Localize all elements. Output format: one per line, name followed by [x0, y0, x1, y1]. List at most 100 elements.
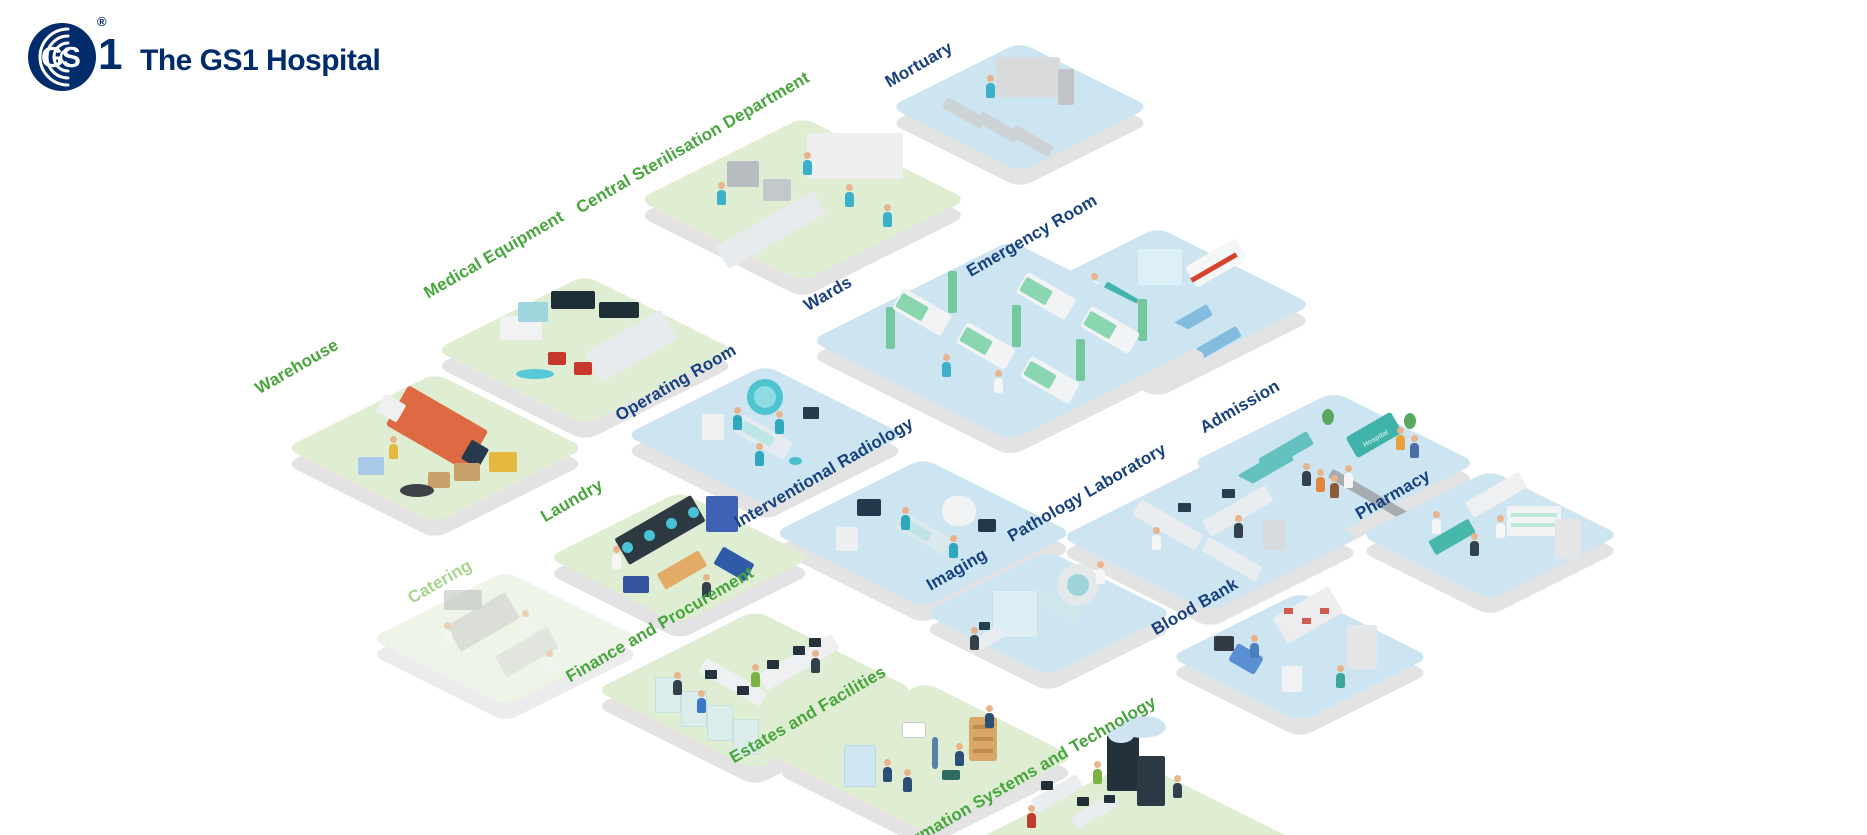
estates-facilities-person-icon	[954, 743, 964, 766]
estates-facilities-person-icon	[984, 705, 994, 728]
information-systems-prop-8	[1103, 795, 1115, 803]
information-systems-prop-1	[1137, 756, 1165, 806]
information-systems-person-icon	[1026, 805, 1036, 828]
person-head	[389, 436, 397, 443]
imaging-prop-5	[978, 622, 990, 630]
person-torso	[520, 618, 530, 633]
tile-props	[548, 492, 813, 625]
person-head	[942, 354, 950, 361]
tile-props	[965, 716, 1305, 835]
blood-bank-prop-4	[1319, 608, 1329, 614]
mortuary-prop-1	[1058, 69, 1074, 105]
pharmacy-person-icon	[1469, 533, 1479, 556]
estates-facilities-prop-3	[973, 749, 993, 753]
tile-information-systems[interactable]	[964, 716, 1305, 835]
person-torso	[1301, 471, 1311, 486]
blood-bank-prop-2	[1283, 608, 1293, 614]
person-head	[733, 407, 741, 414]
person-head	[697, 690, 705, 697]
person-torso	[882, 767, 892, 782]
medical-equipment-prop-0	[551, 291, 595, 309]
person-torso	[672, 680, 682, 695]
pathology-laboratory-person-icon	[1233, 515, 1243, 538]
central-sterilisation-person-icon	[882, 204, 892, 227]
tile-blood-bank[interactable]	[1169, 586, 1430, 738]
page-title: The GS1 Hospital	[140, 44, 381, 77]
wards-person-icon	[941, 354, 951, 377]
estates-facilities-prop-6	[932, 737, 938, 769]
person-torso	[954, 751, 964, 766]
person-head	[673, 672, 681, 679]
pathology-laboratory-person-icon	[1151, 527, 1161, 550]
tile-wards[interactable]	[810, 240, 1210, 457]
person-torso	[1335, 673, 1345, 688]
warehouse-prop-6	[358, 457, 384, 475]
central-sterilisation-prop-2	[763, 179, 791, 201]
operating-room-person-icon	[774, 411, 784, 434]
blood-bank-prop-6	[1214, 635, 1234, 651]
mortuary-prop-0	[996, 57, 1060, 97]
person-head	[986, 75, 994, 82]
tile-pharmacy[interactable]	[1359, 470, 1620, 616]
estates-facilities-prop-7	[942, 770, 960, 780]
person-torso	[1233, 523, 1243, 538]
medical-equipment-prop-5	[548, 351, 566, 365]
finance-procurement-person-icon	[750, 664, 760, 687]
person-head	[1344, 465, 1352, 472]
person-head	[1234, 515, 1242, 522]
person-head	[1090, 273, 1098, 280]
tile-pathology-laboratory[interactable]	[1059, 462, 1360, 628]
pharmacy-prop-1	[1507, 506, 1561, 536]
person-head	[702, 574, 710, 581]
laundry-prop-6	[656, 550, 708, 590]
person-torso	[1151, 535, 1161, 550]
interventional-radiology-person-icon	[900, 507, 910, 530]
person-torso	[969, 635, 979, 650]
person-torso	[900, 515, 910, 530]
medical-equipment-prop-1	[599, 302, 639, 318]
blood-bank-prop-1	[1347, 625, 1377, 669]
person-torso	[882, 212, 892, 227]
finance-procurement-prop-10	[737, 685, 749, 695]
person-torso	[1092, 769, 1102, 784]
tile-props	[638, 118, 968, 283]
central-sterilisation-prop-0	[807, 133, 903, 179]
information-systems-prop-3	[1108, 727, 1134, 743]
person-head	[521, 610, 529, 617]
tile-warehouse[interactable]	[284, 373, 585, 539]
tile-admission[interactable]: Hospital	[1191, 391, 1477, 551]
person-head	[1496, 515, 1504, 522]
finance-procurement-person-icon	[810, 650, 820, 673]
tile-props	[1170, 586, 1430, 722]
central-sterilisation-person-icon	[844, 184, 854, 207]
interventional-radiology-prop-3	[857, 498, 881, 516]
tile-imaging[interactable]	[923, 550, 1173, 692]
interventional-radiology-prop-0	[942, 496, 976, 526]
finance-procurement-prop-5	[767, 659, 779, 669]
medical-equipment-prop-4	[518, 302, 548, 322]
person-head	[755, 443, 763, 450]
tile-catering[interactable]	[369, 570, 640, 722]
person-head	[1316, 469, 1324, 476]
admission-person-icon	[1329, 475, 1339, 498]
person-torso	[1026, 813, 1036, 828]
tile-operating-room[interactable]	[624, 365, 905, 522]
person-torso	[941, 362, 951, 377]
tile-laundry[interactable]	[547, 491, 813, 641]
medical-equipment-prop-7	[516, 369, 554, 379]
tile-central-sterilisation[interactable]	[638, 117, 968, 299]
person-head	[717, 182, 725, 189]
tile-finance-procurement[interactable]	[594, 610, 915, 787]
tile-medical-equipment[interactable]	[434, 275, 735, 441]
information-systems-prop-6	[1041, 780, 1053, 790]
tile-estates-facilities[interactable]	[774, 682, 1075, 835]
laundry-prop-4	[687, 506, 699, 518]
tile-interventional-radiology[interactable]	[772, 458, 1073, 624]
tile-mortuary[interactable]	[889, 42, 1150, 188]
person-head	[1330, 475, 1338, 482]
warehouse-prop-5	[489, 452, 517, 472]
finance-procurement-prop-2	[707, 705, 733, 741]
person-torso	[388, 444, 398, 459]
person-head	[1396, 427, 1404, 434]
